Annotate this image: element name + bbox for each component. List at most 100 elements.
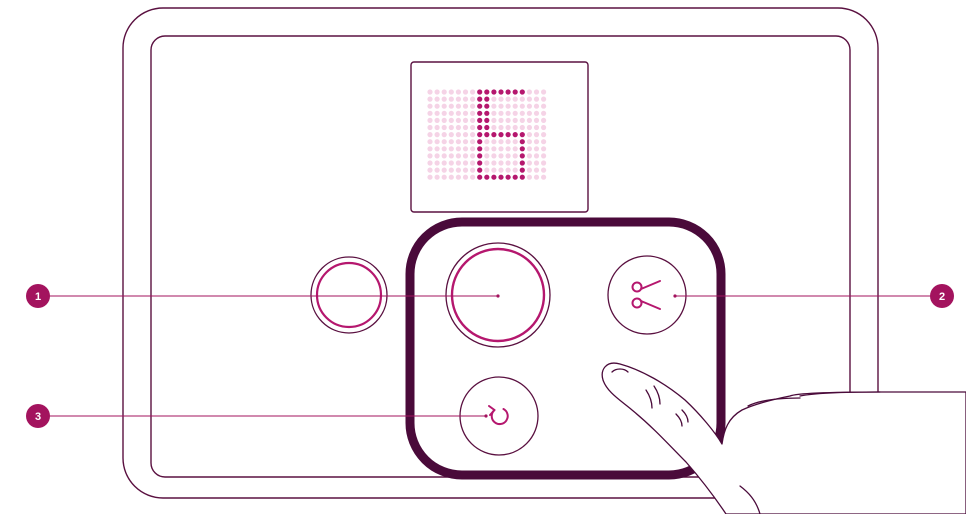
display-dot-lit — [519, 146, 525, 152]
display-dot-lit — [484, 124, 490, 131]
display-dot — [541, 132, 547, 138]
display-dot — [491, 146, 497, 152]
display-dot — [448, 132, 454, 138]
display-dot — [533, 153, 540, 159]
display-dot — [491, 110, 497, 116]
display-dot — [505, 139, 511, 145]
display-dot — [533, 110, 540, 116]
display-dot — [541, 174, 547, 180]
display-dot — [533, 146, 540, 152]
display-dot — [541, 89, 547, 95]
highlight-frame — [405, 217, 726, 480]
display-dot-lit — [505, 174, 511, 180]
display-dot — [427, 132, 433, 138]
display-dot — [512, 153, 518, 159]
display-dot — [441, 132, 447, 138]
display-dot — [448, 117, 454, 123]
display-dot-lit — [498, 132, 504, 138]
display-dot — [505, 103, 511, 109]
display-dot — [533, 124, 540, 131]
display-dot — [434, 146, 440, 152]
display-dot — [441, 103, 447, 109]
display-dot — [434, 124, 440, 131]
display-dot — [505, 160, 511, 166]
display-dot — [541, 167, 547, 173]
display-dot — [427, 174, 433, 180]
display-dot — [526, 167, 533, 173]
display-dot — [462, 160, 469, 166]
display-dot — [491, 139, 497, 145]
display-dot — [533, 174, 540, 180]
display-dot — [533, 160, 540, 166]
display-dot-lit — [491, 89, 497, 95]
display-dot — [541, 146, 547, 152]
display-dot-lit — [477, 174, 483, 180]
display-dot — [491, 103, 497, 109]
display-dot — [470, 132, 476, 138]
display-dot — [519, 117, 525, 123]
display-dot — [434, 132, 440, 138]
display-dot — [526, 132, 533, 138]
display-dot-lit — [477, 160, 483, 166]
display-dot — [434, 103, 440, 109]
display-dot — [470, 89, 476, 95]
display-dot — [470, 160, 476, 166]
display-dot — [512, 139, 518, 145]
display-dot — [462, 110, 469, 116]
display-dot — [448, 160, 454, 166]
callout-number-3: 3 — [35, 411, 41, 423]
display-dot — [434, 167, 440, 173]
display-dot — [448, 96, 454, 102]
display-dot — [427, 167, 433, 173]
display-dot — [462, 124, 469, 131]
display-dot — [498, 96, 504, 102]
display-dot-lit — [484, 89, 490, 95]
display-dot-lit — [505, 132, 511, 138]
display-dot — [448, 167, 454, 173]
display-dot — [427, 160, 433, 166]
display-value-text: 15 — [0, 0, 2, 1]
display-dot — [533, 96, 540, 102]
display-dot-lit — [519, 139, 525, 145]
display-dot-lit — [484, 103, 490, 109]
display-dot — [462, 103, 469, 109]
display-dot-lit — [477, 167, 483, 173]
display-dot — [484, 139, 490, 145]
display-dot — [448, 153, 454, 159]
pointing-finger — [601, 362, 966, 514]
display-dot — [519, 110, 525, 116]
display-dot — [498, 110, 504, 116]
display-dot — [455, 139, 461, 145]
display-dot — [541, 110, 547, 116]
display-dot — [519, 103, 525, 109]
display-dot — [526, 153, 533, 159]
display-dot — [470, 146, 476, 152]
display-dot — [512, 96, 518, 102]
display-dot — [441, 96, 447, 102]
display-dot — [455, 146, 461, 152]
scissors-button[interactable] — [607, 255, 687, 335]
callout-line-ends — [484, 294, 677, 418]
display-dot-lit — [484, 117, 490, 123]
display-dot — [505, 167, 511, 173]
display-dot — [448, 124, 454, 131]
display-dot — [526, 96, 533, 102]
display-dot — [455, 124, 461, 131]
display-dot — [462, 96, 469, 102]
display-dot — [427, 124, 433, 131]
display-dot-lit — [519, 174, 525, 180]
display-dot — [533, 139, 540, 145]
display-dot — [427, 96, 433, 102]
display-dot — [470, 153, 476, 159]
display-dot — [526, 146, 533, 152]
display-dot-lit — [519, 89, 525, 95]
display-dot — [448, 146, 454, 152]
display-dot — [512, 110, 518, 116]
display-dot-lit — [484, 96, 490, 102]
display-dot — [434, 153, 440, 159]
dot-matrix-display: 15 — [0, 0, 589, 213]
display-dot — [484, 153, 490, 159]
left-round-button[interactable] — [310, 256, 388, 334]
display-dot — [441, 160, 447, 166]
